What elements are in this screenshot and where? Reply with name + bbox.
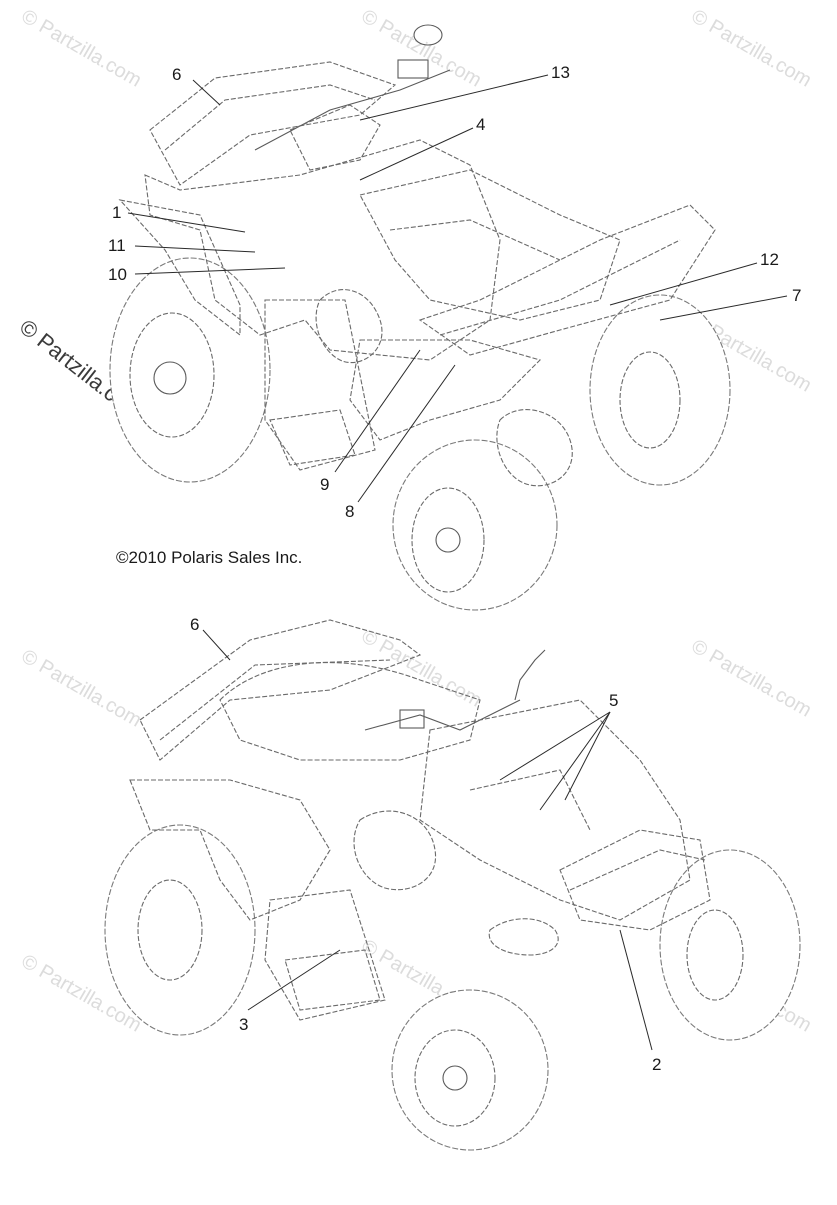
wheel-rim [619,351,681,449]
callout-13: 13 [551,63,570,82]
wheel-rim [137,879,203,981]
tire-shape [391,989,549,1151]
leader-line [247,949,341,1011]
leader-line [539,711,611,811]
copyright-text: ©2010 Polaris Sales Inc. [116,548,302,567]
callout-6-lower: 6 [190,615,199,634]
front-fender [419,699,691,921]
rear-side-panel [118,199,241,337]
seat-seam [389,219,561,261]
hood-seam [469,769,591,831]
callout-8: 8 [345,502,354,521]
upper-leader-lines [127,74,788,503]
callout-5: 5 [609,691,618,710]
callout-7: 7 [792,286,801,305]
rear-fender [129,779,331,921]
engine-component [315,289,383,364]
leader-line [659,295,788,321]
wheel-rim [414,1029,496,1127]
leader-line [564,711,611,801]
wheel-hub [442,1065,468,1091]
leader-line [499,711,611,781]
engine-component [353,810,437,891]
leader-line [202,629,231,661]
callout-1: 1 [112,203,121,222]
watermark-text: © Partzilla.com [358,625,486,711]
leader-line [134,245,256,253]
watermark-text: © Partzilla.com [688,5,816,91]
leader-line [127,212,246,233]
handlebar-control [399,709,425,729]
footwell [264,299,376,471]
suspension-component [496,409,573,487]
rear-rack-rail [164,84,376,151]
rear-fender [144,139,501,361]
upper-atv-illustration [109,24,731,611]
tire-shape [589,294,731,486]
front-bumper [559,829,711,931]
footrest [269,409,356,466]
wheel-hub [435,527,461,553]
callout-9: 9 [320,475,329,494]
instrument-pod [289,104,381,171]
wheel-rim [129,312,215,438]
watermark-text: © Partzilla.com [18,645,146,731]
watermark-text: © Partzilla.com [18,5,146,91]
rear-rack [139,619,422,761]
handlebar [254,69,451,151]
callout-6-upper: 6 [172,65,181,84]
footwell [264,889,386,1021]
front-body [349,339,542,441]
lower-atv-illustration [104,619,801,1151]
handlebar-control [397,59,429,79]
callout-12: 12 [760,250,779,269]
front-rack-rail [439,239,681,336]
leader-line [357,364,456,503]
leader-line [334,349,421,473]
footrest [284,949,381,1011]
front-rack-rail [569,849,706,891]
mirror [413,24,443,46]
lower-callouts: 6 5 3 2 [190,615,661,1074]
wheel-rim [411,487,485,593]
handlebar [364,699,521,731]
rear-rack-rail [159,659,391,741]
callout-3: 3 [239,1015,248,1034]
leader-line [359,127,474,181]
tire-shape [392,439,558,611]
callout-11: 11 [108,236,126,255]
rear-rack [149,61,397,186]
wheel-rim [686,909,744,1001]
leader-line [192,79,221,106]
leader-line [609,262,758,306]
seat [359,169,621,321]
watermark-text: © Partzilla.com [688,635,816,721]
cable-assembly [514,649,546,701]
tire-shape [109,257,271,483]
wheel-hub [153,361,187,395]
front-rack [418,204,716,356]
tire-shape [104,824,256,1036]
headlight [488,918,559,956]
leader-line [359,74,549,121]
lower-leader-lines [202,629,653,1051]
callout-10: 10 [108,265,127,284]
tire-shape [659,849,801,1041]
callout-4: 4 [476,115,485,134]
upper-callouts: 6 13 4 1 11 10 12 7 9 8 [108,63,801,521]
leader-line [619,929,653,1051]
callout-2: 2 [652,1055,661,1074]
leader-line [134,267,286,275]
